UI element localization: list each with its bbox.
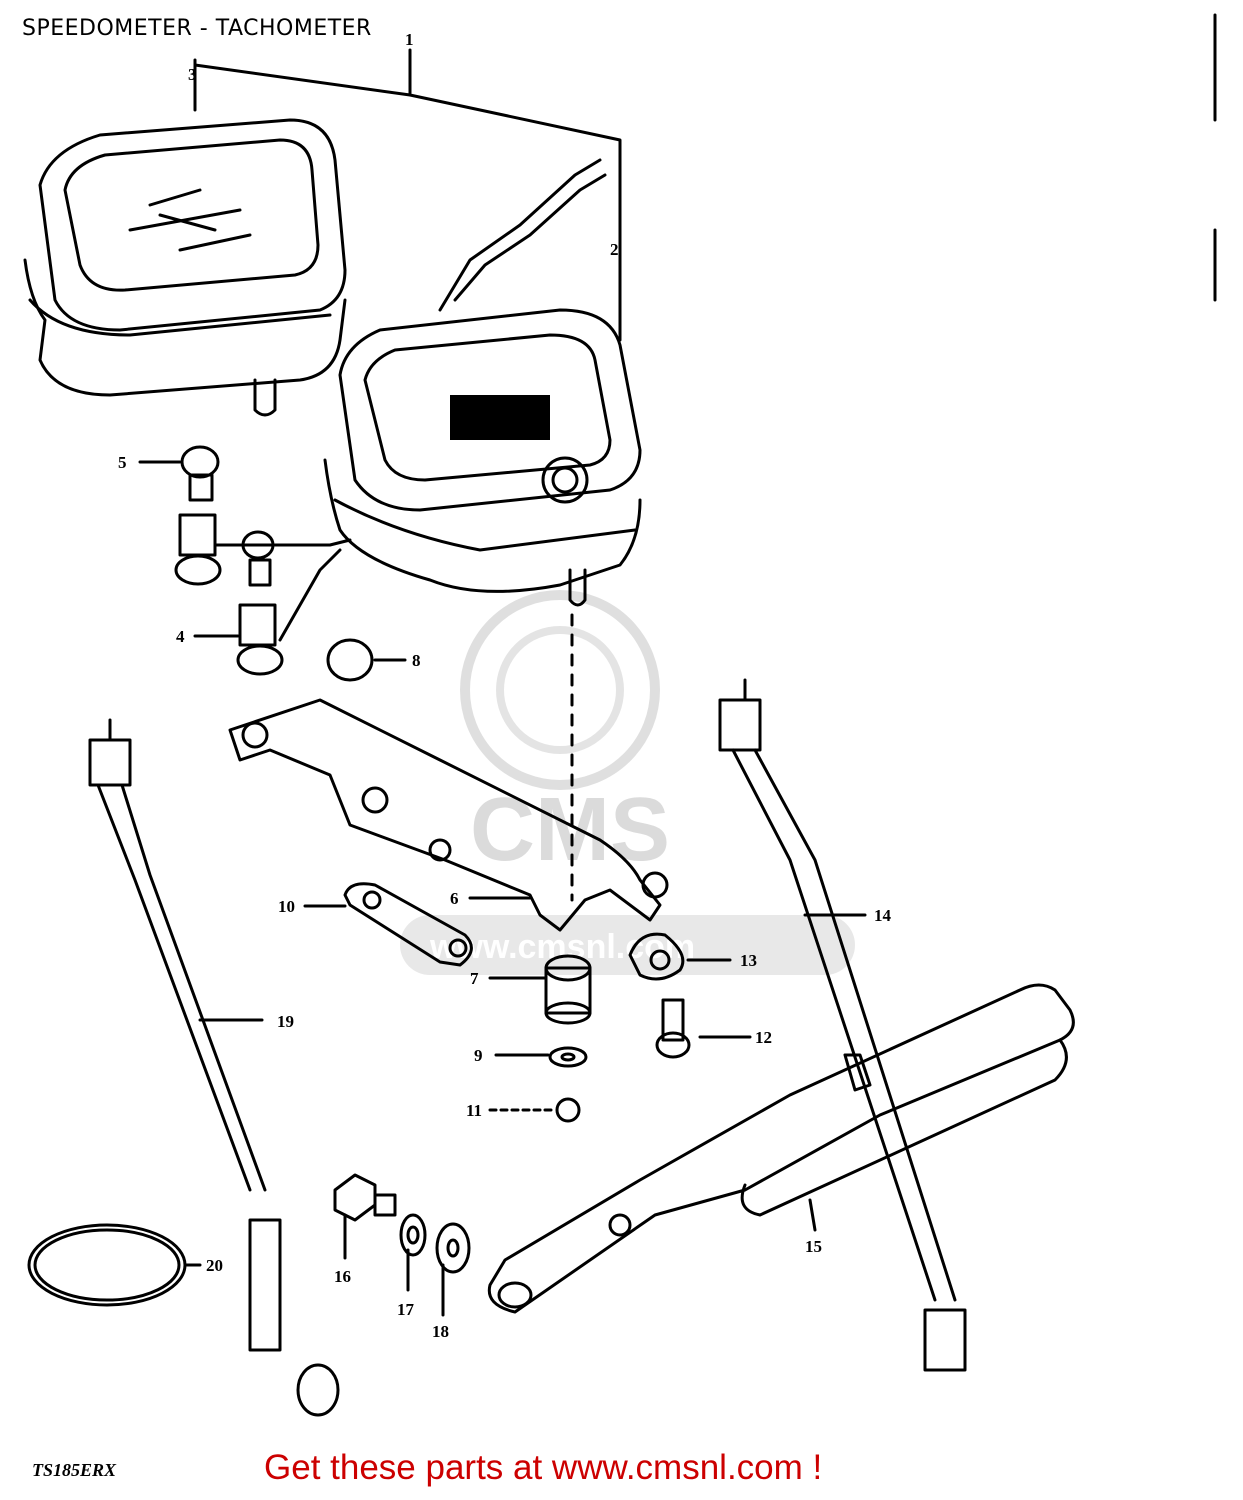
callout-1: 1 [405, 30, 414, 49]
callout-20: 20 [206, 1256, 223, 1275]
callout-labels: 1 2 3 4 5 6 7 8 9 10 11 12 13 14 15 16 1… [118, 30, 892, 1341]
callout-13: 13 [740, 951, 757, 970]
callout-10: 10 [278, 897, 295, 916]
callout-3: 3 [188, 65, 197, 84]
callout-19: 19 [277, 1012, 294, 1031]
tachometer-housing [23, 118, 347, 417]
callout-11: 11 [466, 1101, 482, 1120]
callout-16: 16 [334, 1267, 351, 1286]
callout-14: 14 [874, 906, 892, 925]
cable-guide-bracket [487, 983, 1075, 1314]
tachometer-cable [718, 678, 967, 1372]
callout-2: 2 [610, 240, 619, 259]
callout-12: 12 [755, 1028, 772, 1047]
callout-7: 7 [470, 969, 479, 988]
speedometer-cable [88, 718, 340, 1417]
page-title: SPEEDOMETER - TACHOMETER [22, 16, 372, 41]
speedometer-housing [323, 308, 642, 607]
bulb-sockets [174, 445, 352, 676]
callout-6: 6 [450, 889, 459, 908]
callout-9: 9 [474, 1046, 483, 1065]
callout-4: 4 [176, 627, 185, 646]
meter-bracket [228, 698, 669, 932]
callout-5: 5 [118, 453, 127, 472]
promo-link[interactable]: Get these parts at www.cmsnl.com ! [264, 1448, 823, 1487]
watermark: CMS www.cmsnl.com [400, 590, 855, 975]
watermark-brand: CMS [470, 780, 670, 880]
model-code: TS185ERX [32, 1460, 117, 1480]
callout-17: 17 [397, 1300, 415, 1319]
callout-18: 18 [432, 1322, 449, 1341]
callout-8: 8 [412, 651, 421, 670]
callout-15: 15 [805, 1237, 822, 1256]
